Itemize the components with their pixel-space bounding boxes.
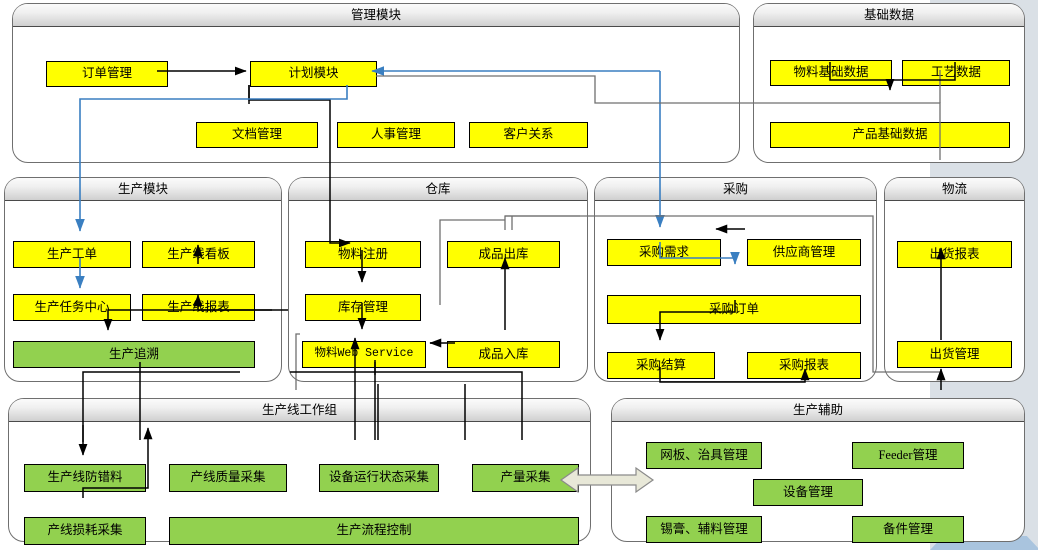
group-management-title: 管理模块	[350, 7, 401, 22]
node-planning-module[interactable]: 计划模块	[250, 61, 377, 87]
node-order-management[interactable]: 订单管理	[46, 61, 168, 87]
node-line-report[interactable]: 生产线报表	[142, 294, 255, 321]
group-purchasing-title: 采购	[722, 181, 748, 196]
group-line-workgroup: 生产线工作组 生产线防错料 产线质量采集 设备运行状态采集 产量采集 产线损耗采…	[8, 398, 591, 545]
group-warehouse-body: 物料注册 成品出库 库存管理 物料Web Service 成品入库	[289, 201, 587, 382]
group-production-aux-header: 生产辅助	[612, 399, 1024, 422]
group-logistics-title: 物流	[941, 181, 967, 196]
node-product-basic-data[interactable]: 产品基础数据	[770, 122, 1010, 148]
node-shipment-management[interactable]: 出货管理	[897, 341, 1012, 368]
node-process-data[interactable]: 工艺数据	[902, 60, 1010, 86]
node-finished-goods-outbound[interactable]: 成品出库	[447, 241, 560, 268]
group-warehouse-header: 仓库	[289, 178, 587, 201]
group-basic-data-header: 基础数据	[754, 4, 1024, 27]
node-production-work-order[interactable]: 生产工单	[13, 241, 131, 268]
group-production-aux-body: 网板、治具管理 Feeder管理 设备管理 锡膏、辅料管理 备件管理	[612, 422, 1024, 543]
node-line-loss-collection[interactable]: 产线损耗采集	[24, 517, 146, 545]
node-spare-parts-management[interactable]: 备件管理	[852, 516, 964, 543]
node-material-registration[interactable]: 物料注册	[305, 241, 421, 268]
node-hr-management[interactable]: 人事管理	[337, 122, 455, 148]
node-feeder-management[interactable]: Feeder管理	[852, 442, 964, 469]
node-document-management[interactable]: 文档管理	[196, 122, 318, 148]
group-production-aux: 生产辅助 网板、治具管理 Feeder管理 设备管理 锡膏、辅料管理 备件管理	[611, 398, 1025, 543]
group-logistics-body: 出货报表 出货管理	[885, 201, 1024, 382]
group-production-body: 生产工单 生产线看板 生产任务中心 生产线报表 生产追溯	[5, 201, 281, 382]
node-equipment-status-collection[interactable]: 设备运行状态采集	[319, 464, 439, 492]
group-purchasing-body: 采购需求 供应商管理 采购订单 采购结算 采购报表	[595, 201, 876, 382]
node-output-collection[interactable]: 产量采集	[472, 464, 579, 492]
group-warehouse: 仓库 物料注册 成品出库 库存管理 物料Web Service 成品入库	[288, 177, 588, 382]
node-line-quality-collection[interactable]: 产线质量采集	[169, 464, 287, 492]
group-warehouse-title: 仓库	[425, 181, 451, 196]
node-purchase-order[interactable]: 采购订单	[607, 295, 861, 324]
group-production: 生产模块 生产工单 生产线看板 生产任务中心 生产线报表 生产追溯	[4, 177, 282, 382]
node-purchase-report[interactable]: 采购报表	[747, 352, 861, 379]
node-solder-paste-management[interactable]: 锡膏、辅料管理	[646, 516, 762, 543]
node-inventory-management[interactable]: 库存管理	[305, 294, 421, 321]
group-purchasing-header: 采购	[595, 178, 876, 201]
node-stencil-fixture-management[interactable]: 网板、治具管理	[646, 442, 762, 469]
group-line-workgroup-header: 生产线工作组	[9, 399, 590, 422]
node-line-kanban[interactable]: 生产线看板	[142, 241, 255, 268]
node-material-basic-data[interactable]: 物料基础数据	[770, 60, 892, 86]
node-supplier-management[interactable]: 供应商管理	[747, 239, 861, 266]
group-management-body: 订单管理 计划模块 文档管理 人事管理 客户关系	[13, 27, 739, 163]
node-purchase-requirement[interactable]: 采购需求	[607, 239, 721, 266]
node-finished-goods-inbound[interactable]: 成品入库	[447, 341, 560, 368]
group-production-title: 生产模块	[117, 181, 168, 196]
node-equipment-management[interactable]: 设备管理	[753, 479, 863, 506]
group-production-aux-title: 生产辅助	[792, 402, 843, 417]
group-management: 管理模块 订单管理 计划模块 文档管理 人事管理 客户关系	[12, 3, 740, 163]
node-shipment-report[interactable]: 出货报表	[897, 241, 1012, 268]
group-production-header: 生产模块	[5, 178, 281, 201]
node-production-process-control[interactable]: 生产流程控制	[169, 517, 579, 545]
node-customer-relations[interactable]: 客户关系	[469, 122, 588, 148]
group-basic-data-body: 物料基础数据 工艺数据 产品基础数据	[754, 27, 1024, 163]
group-logistics: 物流 出货报表 出货管理	[884, 177, 1025, 382]
group-management-header: 管理模块	[13, 4, 739, 27]
group-logistics-header: 物流	[885, 178, 1024, 201]
node-production-traceability[interactable]: 生产追溯	[13, 341, 255, 368]
group-line-workgroup-title: 生产线工作组	[261, 402, 337, 417]
group-basic-data: 基础数据 物料基础数据 工艺数据 产品基础数据	[753, 3, 1025, 163]
node-purchase-settlement[interactable]: 采购结算	[607, 352, 715, 379]
group-purchasing: 采购 采购需求 供应商管理 采购订单 采购结算 采购报表	[594, 177, 877, 382]
node-material-web-service[interactable]: 物料Web Service	[302, 341, 426, 368]
node-production-task-center[interactable]: 生产任务中心	[13, 294, 131, 321]
group-line-workgroup-body: 生产线防错料 产线质量采集 设备运行状态采集 产量采集 产线损耗采集 生产流程控…	[9, 422, 590, 545]
group-basic-data-title: 基础数据	[863, 7, 914, 22]
node-line-error-prevention[interactable]: 生产线防错料	[24, 464, 146, 492]
